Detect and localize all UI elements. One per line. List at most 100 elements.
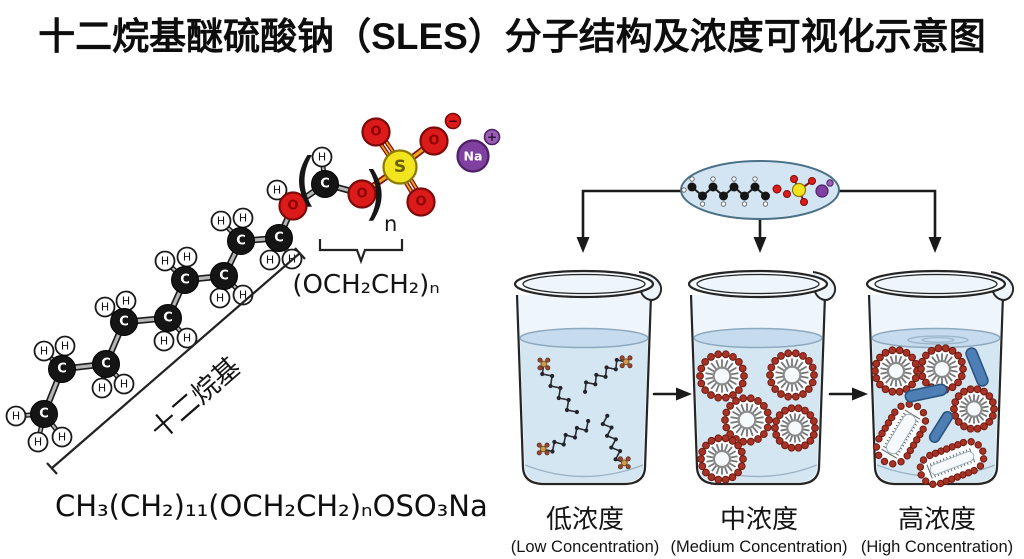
micelle-head [714,393,723,402]
micelle-tail-end [742,426,746,430]
tail-dot [550,449,555,454]
charge-sign: + [487,130,497,144]
rod-head [897,458,905,466]
beaker-label-high-zh: 高浓度 [897,504,976,534]
liquid-surface [693,327,823,349]
micelle-tail-end [940,359,944,363]
micelle-head [771,385,780,394]
micelle-tail-end [783,369,787,373]
tail-dot [558,385,563,391]
atom-sphere [153,330,175,352]
arrow-down-icon [928,237,942,253]
micelle-head [746,394,755,403]
head-dot [544,442,550,448]
micelle-head [954,392,963,401]
tail-dot [550,373,555,379]
micelle-head [980,387,988,396]
micelle-head [948,383,957,392]
micelle-head [746,437,755,446]
tail-dot [583,380,589,385]
atom-sphere [266,179,288,201]
atom-symbol: H [120,378,128,391]
micelle-head [759,430,768,439]
page-title: 十二烷基醚硫酸钠（SLES）分子结构及浓度可视化示意图 [38,16,986,57]
hydrogen-atom: H [176,246,198,268]
beaker-rim-inner [874,273,998,295]
micelle-head [902,348,911,357]
micelle-head [791,392,800,401]
blue-rod-shape [904,383,948,403]
surface-ripple [921,337,955,343]
micelle-tail-end [738,422,742,426]
mini-c [729,182,739,192]
atom-sphere [176,327,198,349]
micelle-tail-end [720,366,724,370]
rod-core [886,413,916,455]
micelle-head [775,436,784,445]
atom-sphere [92,350,120,378]
micelle-tail-end [897,376,901,381]
blue-rod-shape [965,347,989,387]
micelle-head [966,424,975,433]
hydrogen-atom: H [5,405,27,427]
micelle-tail-end [727,378,731,382]
beaker-label-low: 低浓度 (Low Concentration) [504,499,666,557]
micelle-core [935,362,949,376]
atom-symbol: O [370,125,381,140]
micelle-head [888,346,897,355]
atom-symbol: O [356,187,367,202]
micelle-head [738,379,747,388]
micelle-head [876,380,884,389]
micelle-head [960,422,968,431]
tail-dot [604,365,609,370]
micelle-tail-end [728,375,732,380]
hydrogen-atom: H [153,330,175,352]
micelle-tail-end [723,464,727,469]
head-center [539,445,547,453]
atom-sphere [210,262,238,290]
tail-dot [561,442,566,447]
hydrogen-atom: H [232,207,254,229]
micelle-tail-end [785,425,790,429]
atom-sphere [382,149,418,185]
atom-symbol: C [236,234,246,249]
sulfur-atom: S [382,149,418,185]
micelle-tail-end [748,410,752,414]
tail-dot [540,371,545,377]
micelle-head [701,357,710,366]
atom-sphere [27,431,49,453]
hydrogen-atom: H [266,179,288,201]
micelle-core [715,452,729,466]
atom-symbol: O [287,199,298,214]
tail-dot [603,374,608,379]
micelle-core [889,364,903,378]
oxygen-atom: O [347,179,377,209]
rod-tail-hatch [926,464,933,479]
micelle-head [799,390,807,398]
micelle-tail-end [894,361,898,365]
atom-symbol: H [216,292,224,305]
arrow-right-icon [676,387,692,401]
micelle-head [775,411,784,420]
hydrogen-atom: H [27,431,49,453]
micelle-head [714,475,723,484]
micelle-head [728,436,737,445]
tail-dot [613,457,618,462]
micelle-tail-end [783,377,787,381]
micelle-core [967,402,981,416]
micelle-tail-end [886,370,890,374]
atom-symbol: H [101,301,109,314]
head-dot [545,365,551,371]
carbon-atom: C [110,308,138,336]
charge-sign: − [448,114,458,128]
micelle-head [985,392,994,401]
micelle-core [784,367,800,383]
hydrogen-atom: H [54,335,76,357]
head-center [622,358,630,366]
charge-circle [444,112,462,130]
mini-c [761,191,770,201]
micelle-tail-end [979,408,984,412]
rod-tail-hatch [969,448,976,463]
micelle-head [739,394,748,403]
